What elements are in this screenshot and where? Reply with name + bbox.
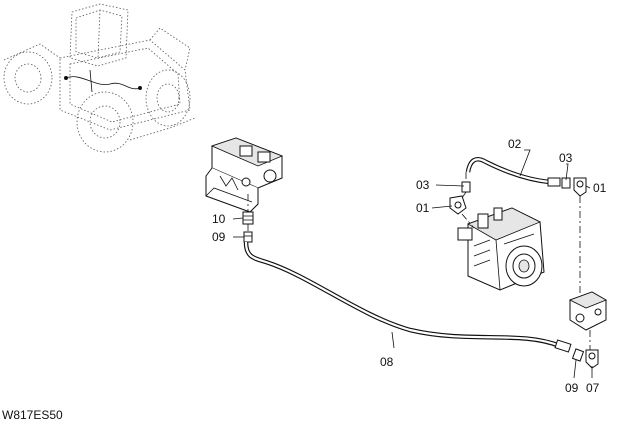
callout-03-top: 03 xyxy=(559,151,573,165)
fitting-09-left xyxy=(243,231,253,243)
callout-02: 02 xyxy=(508,137,522,151)
hose-02 xyxy=(465,157,561,187)
machine-overview-illustration xyxy=(3,3,196,153)
callout-09-left: 09 xyxy=(212,230,226,244)
elbow-07 xyxy=(585,349,599,369)
callout-09-bottom: 09 xyxy=(565,381,579,395)
callout-01-top: 01 xyxy=(593,181,607,195)
hydraulic-pump xyxy=(457,207,545,291)
callout-03-left: 03 xyxy=(416,178,430,192)
elbow-01-right xyxy=(573,177,587,197)
fitting-10 xyxy=(242,211,254,225)
valve-block-assembly xyxy=(205,137,284,213)
callout-10: 10 xyxy=(212,212,226,226)
drawing-code: W817ES50 xyxy=(2,408,63,422)
callout-08: 08 xyxy=(380,355,394,369)
callout-01-left: 01 xyxy=(416,201,430,215)
callout-07: 07 xyxy=(586,381,600,395)
callout-leaders xyxy=(232,149,593,379)
hose-08 xyxy=(243,241,572,353)
connector-block xyxy=(568,291,607,350)
fitting-09-bottom xyxy=(571,348,585,362)
fitting-03-left xyxy=(461,172,471,193)
